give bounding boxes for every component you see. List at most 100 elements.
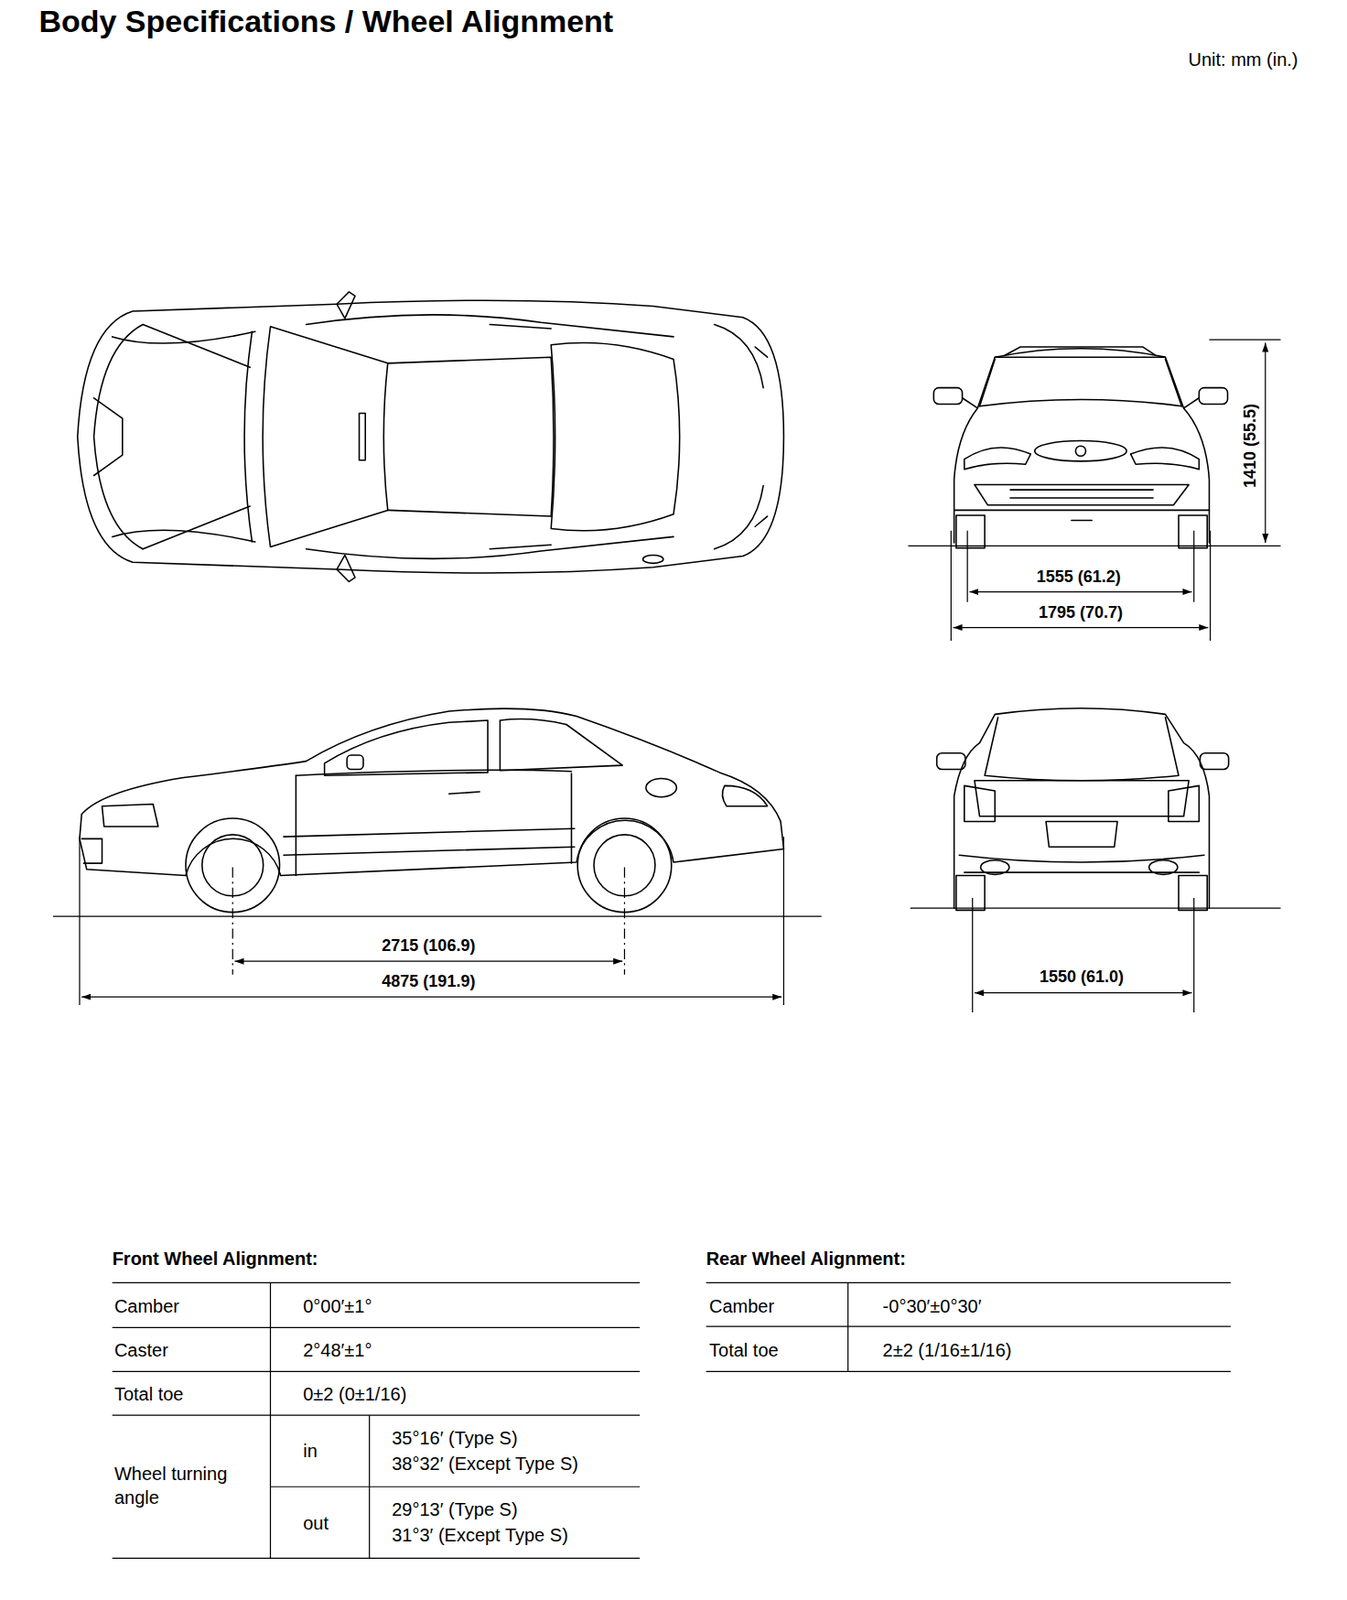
rear-view-part: [974, 780, 1189, 817]
top-view-part: [306, 314, 674, 337]
dimension-lines-part: [232, 867, 625, 975]
dimension-lines-part: [953, 626, 1209, 628]
dimension: 1550 (61.0): [1039, 968, 1124, 989]
side-view-part: [81, 838, 102, 863]
rear-view-part: [937, 753, 966, 770]
table-heading: Rear Wheel Alignment:: [706, 1247, 906, 1270]
front-view-part: [1075, 445, 1086, 456]
top-view-part: [77, 300, 785, 573]
table-cell: 29°13′ (Type S): [391, 1497, 518, 1520]
dimension-lines-part: [910, 907, 1282, 909]
dimension-lines-part: [974, 991, 1193, 993]
dimension-lines-part: [950, 530, 1210, 641]
front-view-part: [1034, 441, 1127, 462]
dimension: 1795 (70.7): [1038, 603, 1123, 624]
rear-view-part: [956, 874, 985, 910]
dimension-lines-part: [79, 836, 784, 1005]
side-view-part: [449, 791, 480, 794]
top-view-part: [306, 536, 674, 559]
front-view-part: [954, 509, 1210, 512]
side-view-part: [295, 769, 572, 776]
unit-note: Unit: mm (in.): [1187, 48, 1298, 71]
side-view-part: [79, 708, 784, 875]
top-view-part: [387, 356, 554, 517]
page-title: Body Specifications / Wheel Alignment: [38, 2, 614, 41]
rear-view-part: [954, 708, 1210, 909]
top-view-part: [489, 324, 551, 550]
table-cell: -0°30′±0°30′: [883, 1294, 982, 1317]
rear-view-part: [964, 785, 995, 821]
table-cell: 0±2 (0±1/16): [302, 1382, 407, 1405]
side-view-part: [593, 834, 656, 896]
table-cell: 2±2 (1/16±1/16): [883, 1338, 1013, 1361]
front-view-part: [980, 358, 1183, 406]
front-view: [933, 346, 1228, 549]
dimension-lines: [53, 339, 1282, 1013]
front-view-part: [1178, 515, 1207, 549]
top-view-part: [754, 346, 767, 527]
dimension-lines-part: [967, 530, 1195, 603]
table-cell: Total toe: [114, 1382, 184, 1405]
front-view-part: [954, 348, 1210, 543]
front-view-part: [1071, 519, 1092, 522]
top-view-part: [336, 291, 356, 319]
top-view-part: [262, 326, 388, 548]
side-view-part: [283, 828, 575, 855]
rear-view-part: [980, 860, 1010, 875]
front-view-part: [1010, 489, 1154, 498]
side-view-part: [721, 785, 767, 806]
top-view-part: [142, 324, 250, 550]
front-view-part: [1131, 447, 1200, 470]
table-cell: Wheel turning angle: [114, 1461, 252, 1509]
rear-view-part: [1045, 820, 1118, 847]
table-cell: out: [302, 1511, 329, 1534]
dimension: 2715 (106.9): [381, 936, 475, 957]
top-view-part: [643, 554, 664, 563]
table-cell: Total toe: [709, 1338, 779, 1361]
dimension-lines-part: [81, 996, 782, 998]
alignment-table-part: [112, 1282, 641, 1558]
front-view-part: [974, 484, 1189, 506]
rear-view-part: [1199, 753, 1229, 770]
alignment-table-part: [847, 1282, 849, 1371]
table-cell: Camber: [709, 1294, 775, 1317]
side-view-part: [577, 818, 672, 913]
rear-view-part: [1168, 785, 1199, 821]
side-view-part: [295, 773, 572, 875]
dimension-lines-part: [972, 897, 1195, 1013]
dimension-lines-part: [234, 960, 623, 962]
rear-view: [937, 708, 1229, 911]
top-view: [77, 291, 785, 582]
side-view-part: [202, 834, 264, 896]
side-view-part: [324, 720, 488, 776]
dimension: 1410 (55.5): [1240, 403, 1261, 488]
dimension: 1555 (61.2): [1036, 567, 1121, 588]
front-view-part: [964, 447, 1031, 470]
front-view-part: [1198, 387, 1228, 405]
front-view-part: [962, 398, 1200, 409]
side-view-part: [646, 778, 677, 798]
alignment-table-part: [706, 1282, 1231, 1371]
rear-view-part: [964, 871, 1199, 873]
front-view-part: [994, 346, 1165, 357]
table-cell: 0°00′±1°: [302, 1294, 372, 1317]
table-cell: 38°32′ (Except Type S): [391, 1452, 579, 1475]
top-view-part: [714, 324, 765, 550]
top-view-part: [336, 554, 356, 582]
front-view-part: [933, 387, 962, 405]
table-cell: Caster: [114, 1338, 169, 1361]
top-view-part: [94, 398, 123, 476]
top-view-part: [244, 331, 252, 542]
alignment-table-part: [270, 1282, 370, 1558]
dimension-lines-part: [907, 339, 1281, 546]
side-view-part: [499, 719, 623, 771]
table-cell: 31°3′ (Except Type S): [391, 1523, 569, 1546]
front-view-part: [980, 398, 1183, 406]
dimension-lines-part: [53, 915, 822, 916]
dimension-lines-part: [1264, 343, 1266, 543]
side-view-part: [346, 754, 364, 770]
dimension-lines-part: [969, 591, 1192, 593]
top-view-part: [550, 342, 680, 530]
dimension: 4875 (191.9): [381, 971, 475, 992]
